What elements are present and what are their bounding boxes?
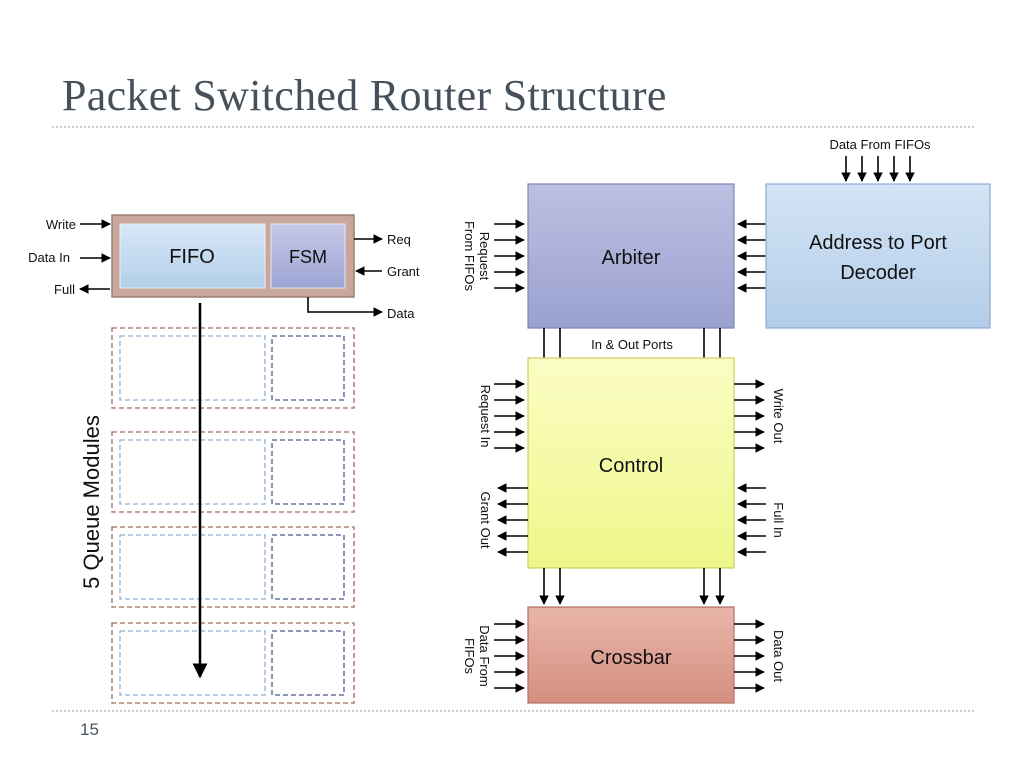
queue-module-placeholder <box>111 327 355 409</box>
title-divider <box>52 126 974 128</box>
arbiter-request-label: Request <box>477 232 492 281</box>
write-out-arrows <box>734 379 765 453</box>
decoder-block <box>765 183 991 329</box>
req-label: Req <box>387 232 411 247</box>
arbiter: Arbiter Request From FIFOs <box>462 183 766 329</box>
crossbar-data-out-arrows <box>734 619 765 693</box>
fsm-label: FSM <box>289 247 327 267</box>
ports-label: In & Out Ports <box>591 337 673 352</box>
request-in-arrows <box>494 379 525 453</box>
footer-divider <box>52 710 974 712</box>
grant-out-arrows <box>497 483 528 557</box>
crossbar-data-from-label-2: FIFOs <box>462 638 477 675</box>
address-decoder: Address to Port Decoder Data From FIFOs <box>765 137 991 329</box>
grant-label: Grant <box>387 264 420 279</box>
arbiter-block <box>527 183 735 329</box>
slide-title: Packet Switched Router Structure <box>62 71 667 120</box>
queue-modules-stack: 5 Queue Modules <box>79 303 355 704</box>
arbiter-request-label-2: From FIFOs <box>462 221 477 292</box>
full-in-arrows <box>737 483 766 557</box>
arbiter-label: Arbiter <box>602 247 661 269</box>
queue-module-placeholder <box>111 526 355 608</box>
control-crossbar-arrows <box>539 568 725 605</box>
decoder-to-arbiter-arrows <box>737 219 766 293</box>
fifo-block <box>119 223 266 289</box>
queue-modules-label: 5 Queue Modules <box>79 415 104 589</box>
crossbar-data-from-label: Data From <box>477 625 492 686</box>
decoder-label-line1: Address to Port <box>809 232 947 254</box>
queue-module-placeholder <box>111 622 355 704</box>
control-block <box>527 357 735 569</box>
data-in-label: Data In <box>28 250 70 265</box>
queue-right-signals: Req Grant Data <box>307 232 420 321</box>
write-out-label: Write Out <box>771 389 786 444</box>
decoder-input-label: Data From FIFOs <box>829 137 931 152</box>
fsm-block <box>270 223 346 289</box>
decoder-input-arrows <box>841 156 915 182</box>
crossbar-label: Crossbar <box>590 647 671 669</box>
full-label: Full <box>54 282 75 297</box>
queue-module: FIFO FSM <box>111 214 355 298</box>
grant-out-label: Grant Out <box>478 491 493 548</box>
full-in-label: Full In <box>771 502 786 537</box>
data-label: Data <box>387 306 415 321</box>
data-arrow <box>307 297 383 317</box>
fifo-label: FIFO <box>169 246 215 268</box>
decoder-label-line2: Decoder <box>840 262 916 284</box>
crossbar-data-out-label: Data Out <box>771 630 786 682</box>
arbiter-control-ports: In & Out Ports <box>543 328 721 358</box>
queue-left-signals: Write Data In Full <box>28 217 111 297</box>
crossbar: Crossbar Data From FIFOs Data Out <box>462 606 786 704</box>
crossbar-data-in-arrows <box>494 619 525 693</box>
crossbar-block <box>527 606 735 704</box>
slide-number: 15 <box>80 720 99 739</box>
control: Control Request In Grant Out Write Out <box>478 357 786 569</box>
write-label: Write <box>46 217 76 232</box>
request-in-label: Request In <box>478 385 493 448</box>
control-label: Control <box>599 455 663 477</box>
arbiter-request-arrows <box>494 219 525 293</box>
queue-module-placeholder <box>111 431 355 513</box>
